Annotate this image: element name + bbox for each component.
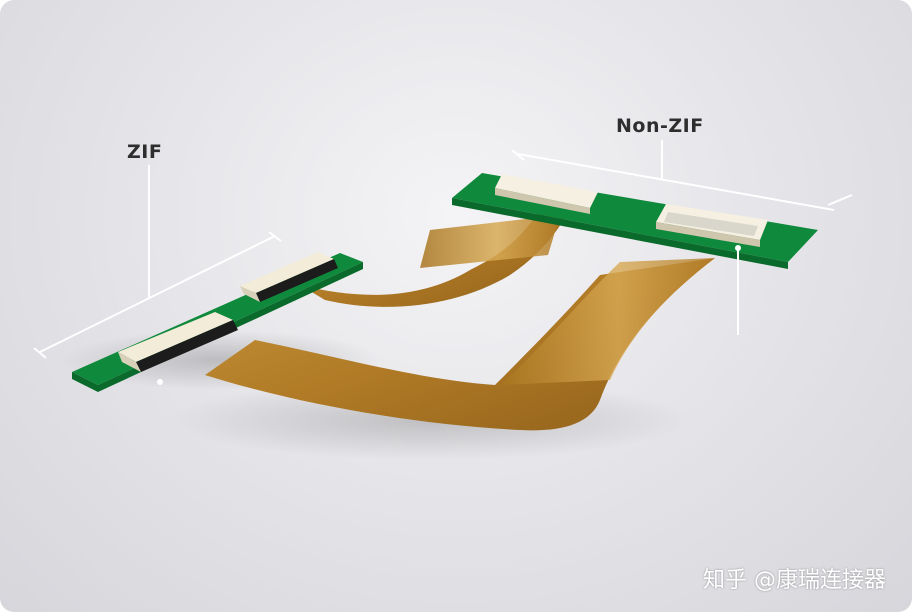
non-zif-pcb-edge: [452, 198, 788, 269]
zif-pcb-edge: [72, 372, 98, 392]
watermark: 知乎 @康瑞连接器: [703, 568, 886, 593]
zif-connector-upper: [240, 252, 338, 302]
non-zif-connector-right: [656, 204, 768, 247]
zif-pointer-dot: [157, 379, 163, 385]
zif-dimension-guide: [33, 165, 282, 359]
non-zif-dimension-guide: [511, 140, 853, 335]
non-zif-label: Non-ZIF: [616, 115, 704, 137]
zif-label: ZIF: [127, 141, 163, 163]
lower-flex-cable-highlight: [500, 258, 715, 385]
non-zif-pointer-dot: [735, 245, 741, 251]
upper-flex-cable-fold: [420, 215, 560, 268]
non-zif-connector-left: [495, 174, 598, 214]
zif-connector-lower: [118, 312, 238, 372]
